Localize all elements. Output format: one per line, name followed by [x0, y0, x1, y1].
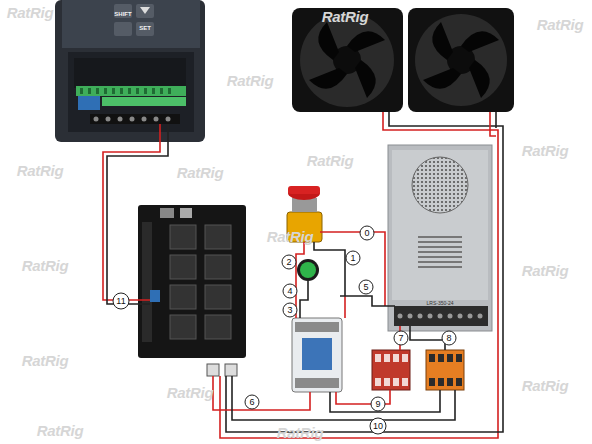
terminal-block	[372, 350, 410, 390]
power-supply	[388, 145, 492, 331]
vfd-drive	[55, 0, 205, 142]
cooling-fan	[292, 8, 403, 112]
watermark: RatRig	[307, 152, 354, 169]
callout-number: 8	[442, 331, 457, 346]
callout-number: 3	[283, 303, 298, 318]
terminal-block	[426, 350, 464, 390]
callout-number: 2	[282, 255, 297, 270]
callout-number: 0	[360, 226, 375, 241]
watermark: RatRig	[277, 424, 324, 441]
callout-number: 6	[245, 395, 260, 410]
watermark: RatRig	[537, 16, 584, 33]
callout-number: 7	[394, 331, 409, 346]
watermark: RatRig	[322, 8, 369, 25]
key-label: SHIFT	[114, 11, 131, 17]
watermark: RatRig	[522, 262, 569, 279]
cooling-fan	[408, 8, 514, 112]
start-button	[297, 259, 319, 281]
callout-number: 11	[113, 293, 130, 310]
callout-number: 1	[346, 251, 361, 266]
controller-board	[138, 205, 246, 376]
watermark: RatRig	[22, 352, 69, 369]
watermark: RatRig	[167, 384, 214, 401]
callout-number: 4	[283, 284, 298, 299]
watermark: RatRig	[227, 72, 274, 89]
wire	[103, 112, 503, 438]
watermark: RatRig	[22, 257, 69, 274]
watermark: RatRig	[37, 422, 84, 439]
callout-number: 10	[370, 418, 387, 435]
callout-number: 9	[371, 397, 386, 412]
watermark: RatRig	[267, 228, 314, 245]
model-label: LRS-350-24	[427, 300, 454, 306]
watermark: RatRig	[17, 162, 64, 179]
callout-number: 5	[359, 280, 374, 295]
watermark: RatRig	[522, 142, 569, 159]
watermark: RatRig	[7, 4, 54, 21]
key-label: SET	[139, 25, 151, 31]
contactor	[292, 318, 342, 392]
watermark: RatRig	[522, 377, 569, 394]
watermark: RatRig	[177, 164, 224, 181]
